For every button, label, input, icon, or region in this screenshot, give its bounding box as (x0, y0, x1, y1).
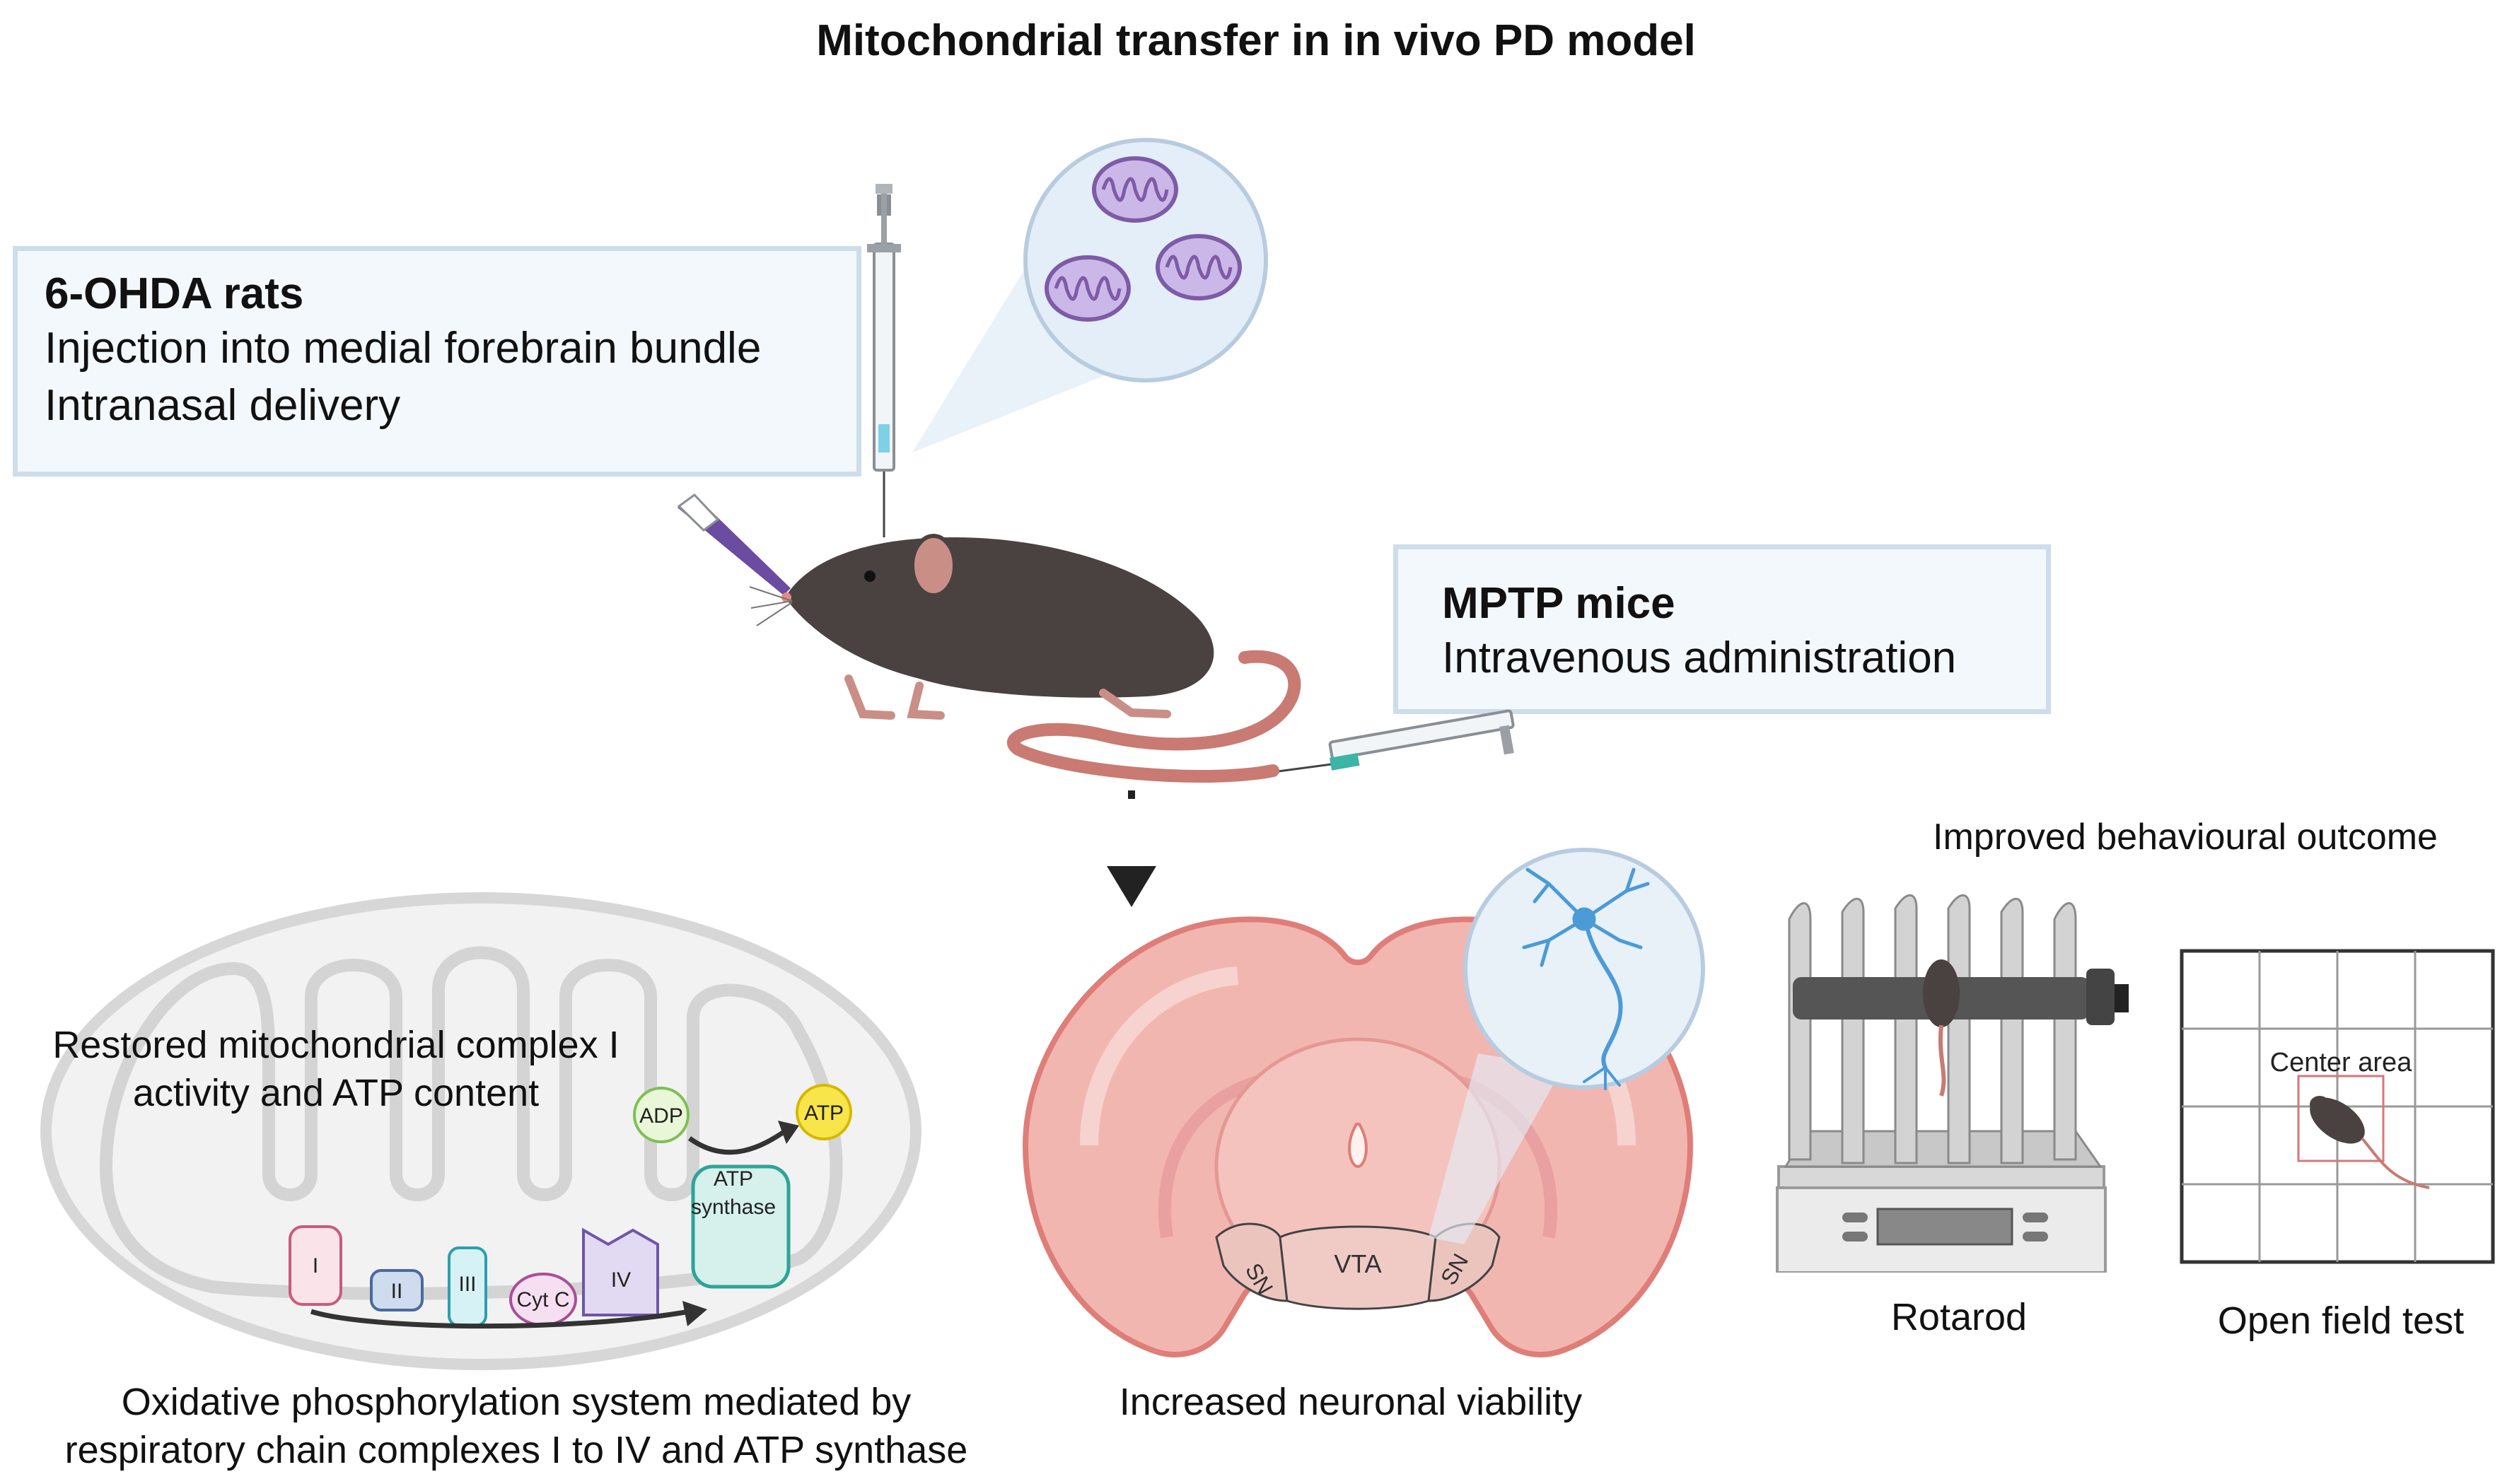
complex-iv-label: IV (611, 1268, 631, 1292)
mitochondrion-icon (1156, 234, 1242, 300)
rotarod-label: Rotarod (1890, 1296, 2028, 1338)
open-field-arena: Center area (2180, 949, 2495, 1264)
pipette-icon (677, 493, 791, 595)
atp-label: ATP (804, 1102, 844, 1125)
adp-label: ADP (639, 1104, 683, 1128)
mice-line-iv: Intravenous administration (1442, 633, 1957, 683)
tail-syringe-icon (1272, 709, 1515, 773)
top-illustration (677, 138, 1515, 799)
mitochondrion-cristae (99, 946, 843, 1300)
open-field-label: Open field test (2217, 1299, 2465, 1342)
complex-ii-label: II (391, 1280, 403, 1303)
oxphos-caption-line-2: respiratory chain complexes I to IV and … (64, 1428, 968, 1471)
cyt-c-label: Cyt C (517, 1288, 570, 1311)
electron-flow-arrow (310, 1309, 690, 1329)
brain-panel: SN VTA SN (1022, 848, 1705, 1357)
oxphos-caption-line-1: Oxidative phosphorylation system mediate… (121, 1381, 912, 1423)
rotarod-apparatus (1776, 894, 2129, 1273)
neuron-icon (1522, 867, 1650, 1090)
behaviour-heading: Improved behavioural outcome (1933, 817, 2438, 858)
rats-line-intranasal: Intranasal delivery (45, 380, 401, 430)
rats-heading: 6-OHDA rats (45, 269, 304, 318)
mitochondrion-icon (1092, 156, 1178, 223)
rats-info-box: 6-OHDA rats Injection into medial forebr… (13, 246, 861, 477)
mitochondrion-icon (1045, 255, 1131, 322)
neuronal-viability-caption: Increased neuronal viability (1119, 1381, 1583, 1423)
atp-molecule (796, 1084, 852, 1140)
neuron-magnifier (1463, 848, 1705, 1089)
complex-i (289, 1225, 342, 1306)
center-area-label: Center area (2270, 1048, 2413, 1077)
figure-title: Mitochondrial transfer in in vivo PD mod… (816, 16, 1696, 65)
rats-line-injection: Injection into medial forebrain bundle (45, 324, 762, 373)
restored-line-2: activity and ATP content (132, 1071, 540, 1114)
open-field-mouse-icon (2310, 1096, 2430, 1189)
restored-activity-text: Restored mitochondrial complex I activit… (14, 1022, 658, 1117)
complex-i-label: I (313, 1254, 318, 1278)
vta-label: VTA (1334, 1249, 1381, 1278)
adp-molecule (633, 1087, 690, 1143)
complex-iv (582, 1227, 659, 1316)
restored-line-1: Restored mitochondrial complex I (52, 1024, 620, 1066)
atp-synthase-label-2: synthase (691, 1196, 776, 1219)
rotarod-mouse-icon (1923, 959, 1960, 1097)
oxphos-caption: Oxidative phosphorylation system mediate… (14, 1379, 1018, 1474)
complex-ii (370, 1269, 424, 1311)
syringe-icon (867, 184, 901, 537)
center-area-box (2297, 1075, 2385, 1162)
atp-synthase-label-1: ATP (714, 1167, 753, 1191)
neuron-zoom-cone (1429, 1053, 1563, 1244)
complex-iii-label: III (458, 1273, 476, 1296)
down-arrow-head (1107, 866, 1156, 907)
mice-info-box: MPTP mice Intravenous administration (1393, 544, 2051, 714)
brain-ventricle (1348, 1123, 1368, 1169)
adp-to-atp-arrow (687, 1129, 786, 1155)
mitochondrion-panel: ADP ATP ATP synthase I II III Cyt C IV (40, 892, 921, 1370)
mouse-illustration (749, 534, 1301, 783)
atp-synthase (691, 1164, 791, 1289)
mice-heading: MPTP mice (1442, 579, 1675, 628)
